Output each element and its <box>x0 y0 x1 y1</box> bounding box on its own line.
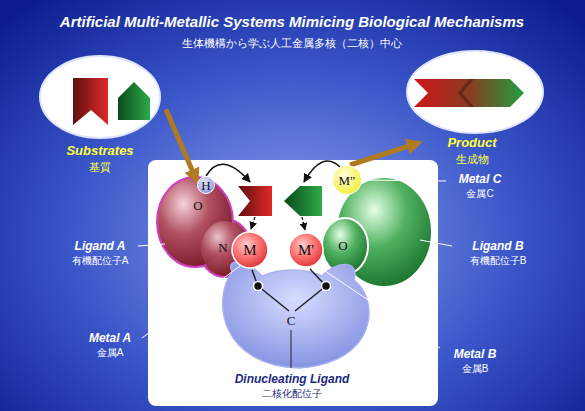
heading: Product <box>447 136 496 149</box>
part-name: Metal B <box>454 348 497 360</box>
part-name-jp: 有機配位子A <box>72 256 129 266</box>
part-name-jp: 金属A <box>97 348 124 358</box>
part-name-jp: 有機配位子B <box>470 256 527 266</box>
part-name: Metal C <box>459 173 502 185</box>
node-label: M" <box>332 165 362 195</box>
part-name: Ligand A <box>75 240 126 252</box>
part-name: Ligand B <box>472 240 523 252</box>
heading: Substrates <box>66 144 133 157</box>
atom-label: O <box>338 239 347 252</box>
part-name: Metal A <box>89 332 131 344</box>
diagram-title: Artificial Multi-Metallic Systems Mimici… <box>60 14 524 29</box>
metal-circle: M" <box>332 165 362 195</box>
heading-jp: 基質 <box>89 162 111 173</box>
flow-arrow <box>166 110 197 182</box>
heading-jp: 生成物 <box>456 154 489 165</box>
subtitle: 生体機構から学ぶ人工金属多核（二核）中心 <box>182 38 402 49</box>
atom-label: O <box>193 199 202 212</box>
metal-circle: M <box>231 231 269 269</box>
flow-arrow <box>350 143 420 165</box>
metal-circle: H <box>197 176 215 194</box>
part-name-jp: 金属B <box>462 364 489 374</box>
metal-circle: M' <box>288 232 324 268</box>
ellipse-node: Substrates 基質 <box>38 52 166 180</box>
part-name: Dinucleating Ligand <box>235 373 350 385</box>
ellipse-node: Product 生成物 <box>400 48 550 176</box>
node-label: M <box>231 231 269 269</box>
part-name-jp: 二核化配位子 <box>262 389 322 399</box>
atom-label: N <box>218 241 227 254</box>
part-name-jp: 金属C <box>466 189 493 199</box>
node-label: H <box>197 176 215 194</box>
node-label: M' <box>288 232 324 268</box>
atom-label: C <box>287 314 296 327</box>
node-shape <box>38 52 166 180</box>
